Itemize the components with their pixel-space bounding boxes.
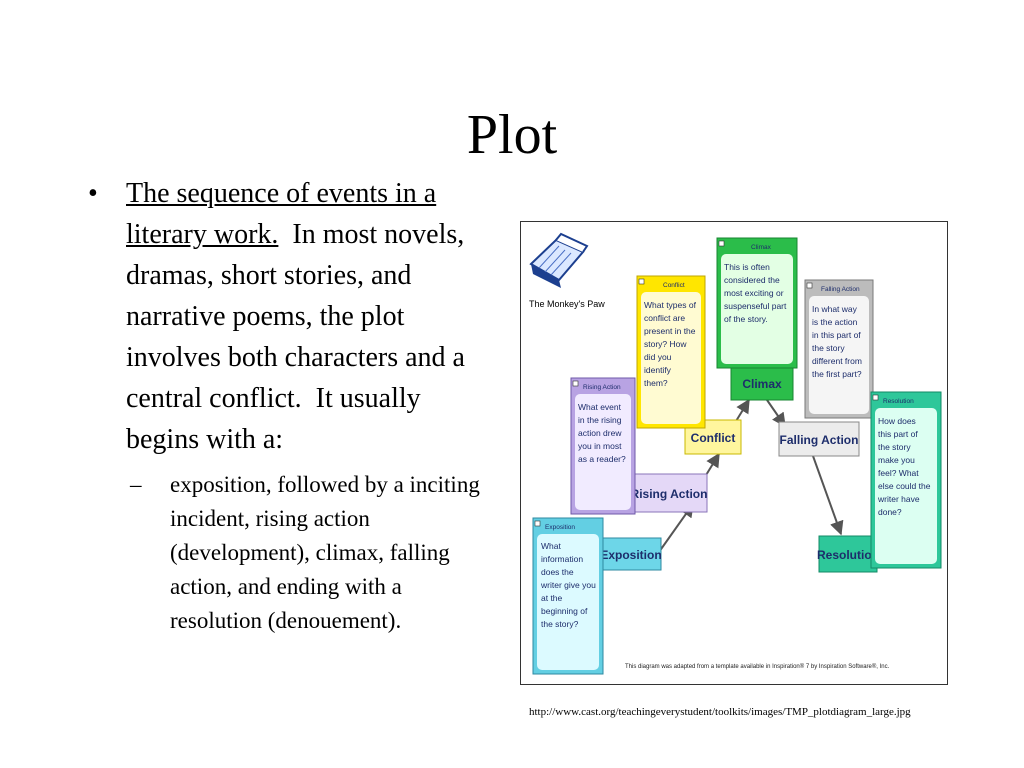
note-exposition-line: information bbox=[541, 554, 583, 564]
note-conflict-line: them? bbox=[644, 378, 668, 388]
note-resolution-line: done? bbox=[878, 507, 902, 517]
note-rising-action-line: in the rising bbox=[578, 415, 622, 425]
note-exposition-line: does the bbox=[541, 567, 574, 577]
note-falling-action-line: the first part? bbox=[812, 369, 862, 379]
stage-rising-action-label: Rising Action bbox=[631, 487, 708, 501]
image-source-caption: http://www.cast.org/teachingeverystudent… bbox=[529, 706, 911, 718]
stage-resolution: Resolution bbox=[817, 535, 879, 573]
bullet-marker: • bbox=[88, 178, 98, 209]
note-climax-line: considered the bbox=[724, 275, 780, 285]
note-climax-header: Climax bbox=[751, 244, 772, 251]
stage-falling-action-label: Falling Action bbox=[780, 433, 859, 447]
note-resolution-line: else could the bbox=[878, 481, 931, 491]
sub-bullet-text: exposition, followed by a inciting incid… bbox=[170, 472, 480, 633]
note-exposition-header: Exposition bbox=[545, 524, 575, 531]
plot-diagram: The Monkey's Paw Exposition Rising Actio… bbox=[520, 221, 948, 685]
note-exposition-line: What bbox=[541, 541, 561, 551]
definition-text: The sequence of events in a literary wor… bbox=[126, 178, 437, 250]
note-exposition-line: beginning of bbox=[541, 606, 588, 616]
stage-resolution-label: Resolution bbox=[817, 548, 879, 562]
note-conflict-line: conflict are bbox=[644, 313, 685, 323]
stage-exposition: Exposition bbox=[600, 537, 662, 571]
note-conflict-header: Conflict bbox=[663, 282, 685, 289]
note-rising-action: Rising Action What event in the rising a… bbox=[570, 377, 636, 515]
note-conflict: Conflict What types of conflict are pres… bbox=[636, 275, 706, 429]
note-exposition-line: the story? bbox=[541, 619, 579, 629]
note-falling-action-line: in this part of bbox=[812, 330, 861, 340]
note-conflict-line: identify bbox=[644, 365, 672, 375]
note-climax-line: This is often bbox=[724, 262, 770, 272]
slide-title: Plot bbox=[466, 104, 558, 166]
stage-exposition-label: Exposition bbox=[600, 548, 661, 562]
note-climax-line: suspenseful part bbox=[724, 301, 787, 311]
note-resolution-line: feel? What bbox=[878, 468, 919, 478]
stage-conflict: Conflict bbox=[684, 419, 742, 455]
note-exposition-line: writer give you bbox=[540, 580, 596, 590]
note-falling-action-header: Falling Action bbox=[821, 286, 860, 293]
book-icon bbox=[529, 232, 589, 288]
note-climax-line: of the story. bbox=[724, 314, 768, 324]
bullet-item: • The sequence of events in a literary w… bbox=[88, 173, 498, 460]
bullet-description: In most novels, dramas, short stories, a… bbox=[126, 219, 472, 455]
note-rising-action-line: What event bbox=[578, 402, 622, 412]
note-conflict-line: present in the bbox=[644, 326, 696, 336]
note-rising-action-line: action drew bbox=[578, 428, 622, 438]
note-conflict-line: What types of bbox=[644, 300, 697, 310]
note-resolution-line: this part of bbox=[878, 429, 918, 439]
diagram-footer: This diagram was adapted from a template… bbox=[625, 663, 890, 670]
note-falling-action-line: In what way bbox=[812, 304, 858, 314]
bullet-list: • The sequence of events in a literary w… bbox=[88, 173, 498, 638]
sub-bullet-item: – exposition, followed by a inciting inc… bbox=[126, 468, 498, 638]
note-falling-action: Falling Action In what way is the action… bbox=[804, 279, 874, 419]
note-resolution: Resolution How does this part of the sto… bbox=[870, 391, 942, 569]
note-conflict-line: did you bbox=[644, 352, 672, 362]
note-climax-line: most exciting or bbox=[724, 288, 784, 298]
book-label: The Monkey's Paw bbox=[529, 299, 605, 309]
note-resolution-line: make you bbox=[878, 455, 915, 465]
note-falling-action-line: different from bbox=[812, 356, 862, 366]
note-rising-action-line: as a reader? bbox=[578, 454, 626, 464]
plot-diagram-svg: The Monkey's Paw Exposition Rising Actio… bbox=[529, 232, 942, 675]
note-resolution-line: the story bbox=[878, 442, 911, 452]
sub-bullet-marker: – bbox=[130, 472, 142, 497]
stage-conflict-label: Conflict bbox=[691, 431, 736, 445]
note-falling-action-line: the story bbox=[812, 343, 845, 353]
note-conflict-line: story? How bbox=[644, 339, 687, 349]
note-resolution-line: How does bbox=[878, 416, 916, 426]
note-resolution-header: Resolution bbox=[883, 398, 914, 405]
stage-climax: Climax bbox=[730, 365, 794, 401]
note-rising-action-line: you in most bbox=[578, 441, 622, 451]
stage-rising-action: Rising Action bbox=[630, 473, 708, 513]
stage-climax-label: Climax bbox=[742, 377, 782, 391]
arrow-falling-resolution bbox=[812, 455, 844, 536]
note-exposition-line: at the bbox=[541, 593, 563, 603]
note-falling-action-line: is the action bbox=[812, 317, 858, 327]
note-resolution-line: writer have bbox=[877, 494, 920, 504]
note-rising-action-header: Rising Action bbox=[583, 384, 621, 391]
stage-falling-action: Falling Action bbox=[778, 421, 860, 457]
note-climax: Climax This is often considered the most… bbox=[716, 237, 798, 369]
note-exposition: Exposition What information does the wri… bbox=[532, 517, 604, 675]
